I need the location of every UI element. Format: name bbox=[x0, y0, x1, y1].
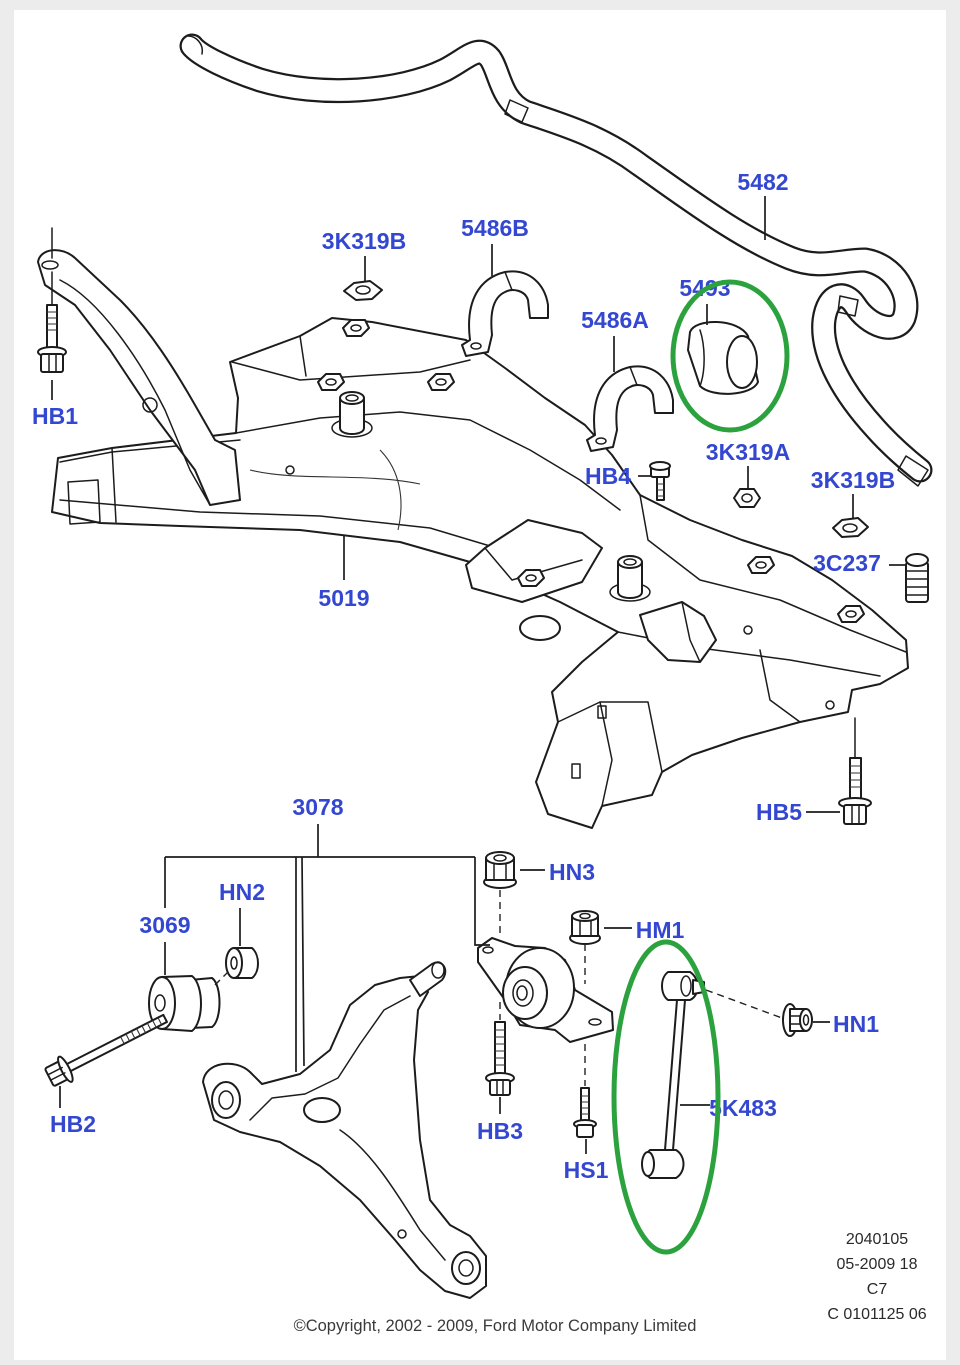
stabilizer-bracket-upper bbox=[461, 270, 549, 357]
leader-lines bbox=[51, 196, 905, 1154]
arm-bushing-3069 bbox=[148, 975, 221, 1032]
bolt-hb3 bbox=[485, 1021, 515, 1096]
clip-3k319b-left bbox=[343, 280, 383, 301]
callout-bolt-hb3: HB3 bbox=[477, 1118, 523, 1144]
illustration-code-line: 2040105 bbox=[846, 1231, 908, 1248]
callout-subframe: 5019 bbox=[318, 585, 369, 611]
callout-clip-center: 3K319A bbox=[706, 439, 790, 465]
nut-hn3 bbox=[483, 851, 517, 889]
stabilizer-bar bbox=[179, 33, 933, 487]
callout-bolt-hb1: HB1 bbox=[32, 403, 78, 429]
highlight-circle-link bbox=[611, 939, 721, 1255]
callout-bracket-lower: 5486A bbox=[581, 307, 649, 333]
illustration-code-line: 05-2009 18 bbox=[837, 1256, 918, 1273]
callout-clip-right: 3K319B bbox=[811, 467, 895, 493]
washer-hn2 bbox=[225, 947, 259, 979]
stabilizer-bracket-lower bbox=[586, 365, 674, 452]
callout-clip-left: 3K319B bbox=[322, 228, 406, 254]
bolt-hb5 bbox=[838, 717, 872, 825]
illustration-code-line: C7 bbox=[867, 1281, 888, 1298]
callout-arm-bushing: 3069 bbox=[139, 912, 190, 938]
illustration-code-line: C 0101125 06 bbox=[827, 1306, 926, 1323]
callouts: 5482 3K319B 5486B 5493 5486A HB1 HB4 3K3… bbox=[32, 169, 895, 1183]
bolt-hb4 bbox=[649, 461, 671, 501]
bolt-hb1 bbox=[37, 227, 67, 373]
subframe bbox=[37, 249, 909, 829]
callout-bolt-hb2: HB2 bbox=[50, 1111, 96, 1137]
clip-3k319a bbox=[733, 488, 761, 508]
copyright-notice: ©Copyright, 2002 - 2009, Ford Motor Comp… bbox=[294, 1317, 697, 1335]
stabilizer-bushing bbox=[687, 320, 759, 395]
callout-washer-hn2: HN2 bbox=[219, 879, 265, 905]
callout-nut-hm1: HM1 bbox=[636, 917, 685, 943]
highlight-circle-bushing bbox=[670, 279, 790, 433]
rear-bushing-bracket bbox=[477, 937, 614, 1043]
callout-bolt-hs1: HS1 bbox=[564, 1157, 609, 1183]
bolt-hs1 bbox=[573, 1087, 597, 1138]
nut-hn1 bbox=[782, 1003, 813, 1037]
bolt-hb2 bbox=[44, 1013, 168, 1087]
callout-bracket-upper: 5486B bbox=[461, 215, 529, 241]
callout-bolt-hb5: HB5 bbox=[756, 799, 802, 825]
plug-3c237 bbox=[905, 553, 929, 603]
control-arm bbox=[202, 961, 487, 1299]
callout-bolt-hb4: HB4 bbox=[585, 463, 631, 489]
clip-3k319b-right bbox=[832, 517, 869, 538]
assembly-lines bbox=[214, 890, 783, 1086]
callout-nut-hn3: HN3 bbox=[549, 859, 595, 885]
illustration-code: 2040105 05-2009 18 C7 C 0101125 06 bbox=[827, 1231, 926, 1323]
nut-hm1 bbox=[569, 910, 601, 945]
stabilizer-link bbox=[641, 971, 705, 1179]
callout-control-arm: 3078 bbox=[292, 794, 343, 820]
callout-nut-hn1: HN1 bbox=[833, 1011, 879, 1037]
callout-plug: 3C237 bbox=[813, 550, 881, 576]
callout-stabilizer-bar: 5482 bbox=[737, 169, 788, 195]
